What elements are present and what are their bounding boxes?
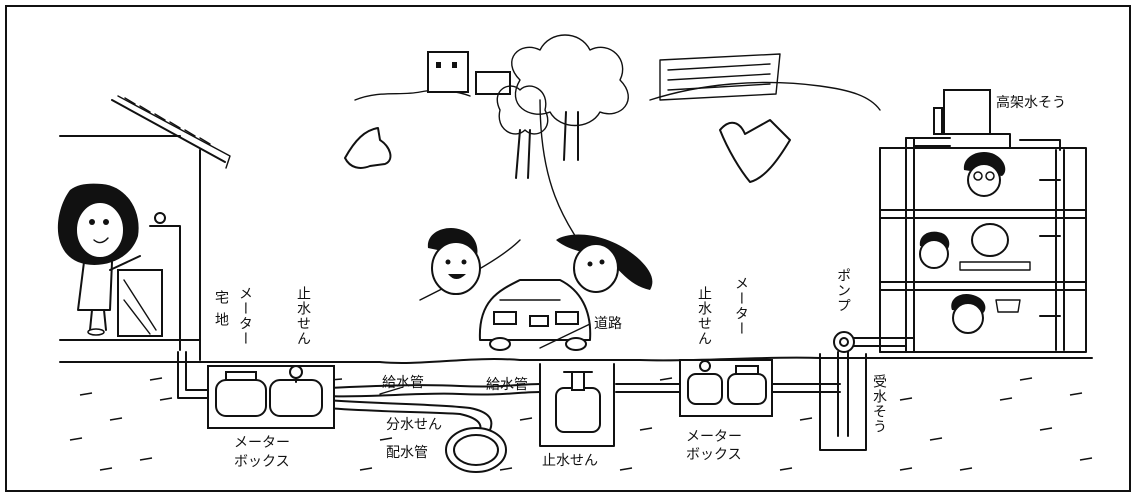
supply-pipe-center-label: 給水管 (486, 377, 528, 393)
receiving-tank-label: 受水そう (871, 374, 887, 434)
distribution-pipe-label: 配水管 (386, 445, 428, 461)
residence-label: 宅地 (213, 290, 229, 334)
pump-and-receiving-tank (819, 331, 867, 451)
apartment-building (879, 89, 1087, 353)
frame-border (5, 5, 1131, 492)
branch-valve-label: 分水せん (386, 417, 442, 433)
meter-box-left (207, 365, 335, 429)
ground-surface (59, 356, 1093, 364)
distribution-main-pipe (445, 427, 507, 473)
meter-box-left-label-1: メーター (234, 435, 290, 451)
stopcock-box-center (539, 363, 615, 447)
pump-label: ポンプ (835, 268, 851, 313)
stopcock-left-label: 止水せん (295, 286, 311, 346)
supply-pipe-left-label: 給水管 (382, 375, 424, 391)
hills-and-trees (344, 34, 881, 301)
meter-box-right-label-1: メーター (686, 429, 742, 445)
meter-box-right (679, 359, 773, 417)
stopcock-right-label: 止水せん (696, 286, 712, 346)
children-in-car (427, 228, 653, 351)
meter-left-label: メーター (237, 286, 253, 346)
meter-box-right-label-2: ボックス (686, 447, 742, 463)
callout-lines (379, 323, 591, 395)
road-label: 道路 (594, 316, 622, 332)
elevated-tank-label: 高架水そう (996, 95, 1066, 111)
meter-box-left-label-2: ボックス (234, 454, 290, 470)
stopcock-bottom-label: 止水せん (542, 453, 598, 469)
underground-pipes (177, 337, 915, 431)
house (59, 95, 231, 361)
woman-at-faucet (57, 183, 141, 336)
soil-texture (69, 377, 1093, 471)
meter-right-label: メーター (733, 276, 749, 336)
